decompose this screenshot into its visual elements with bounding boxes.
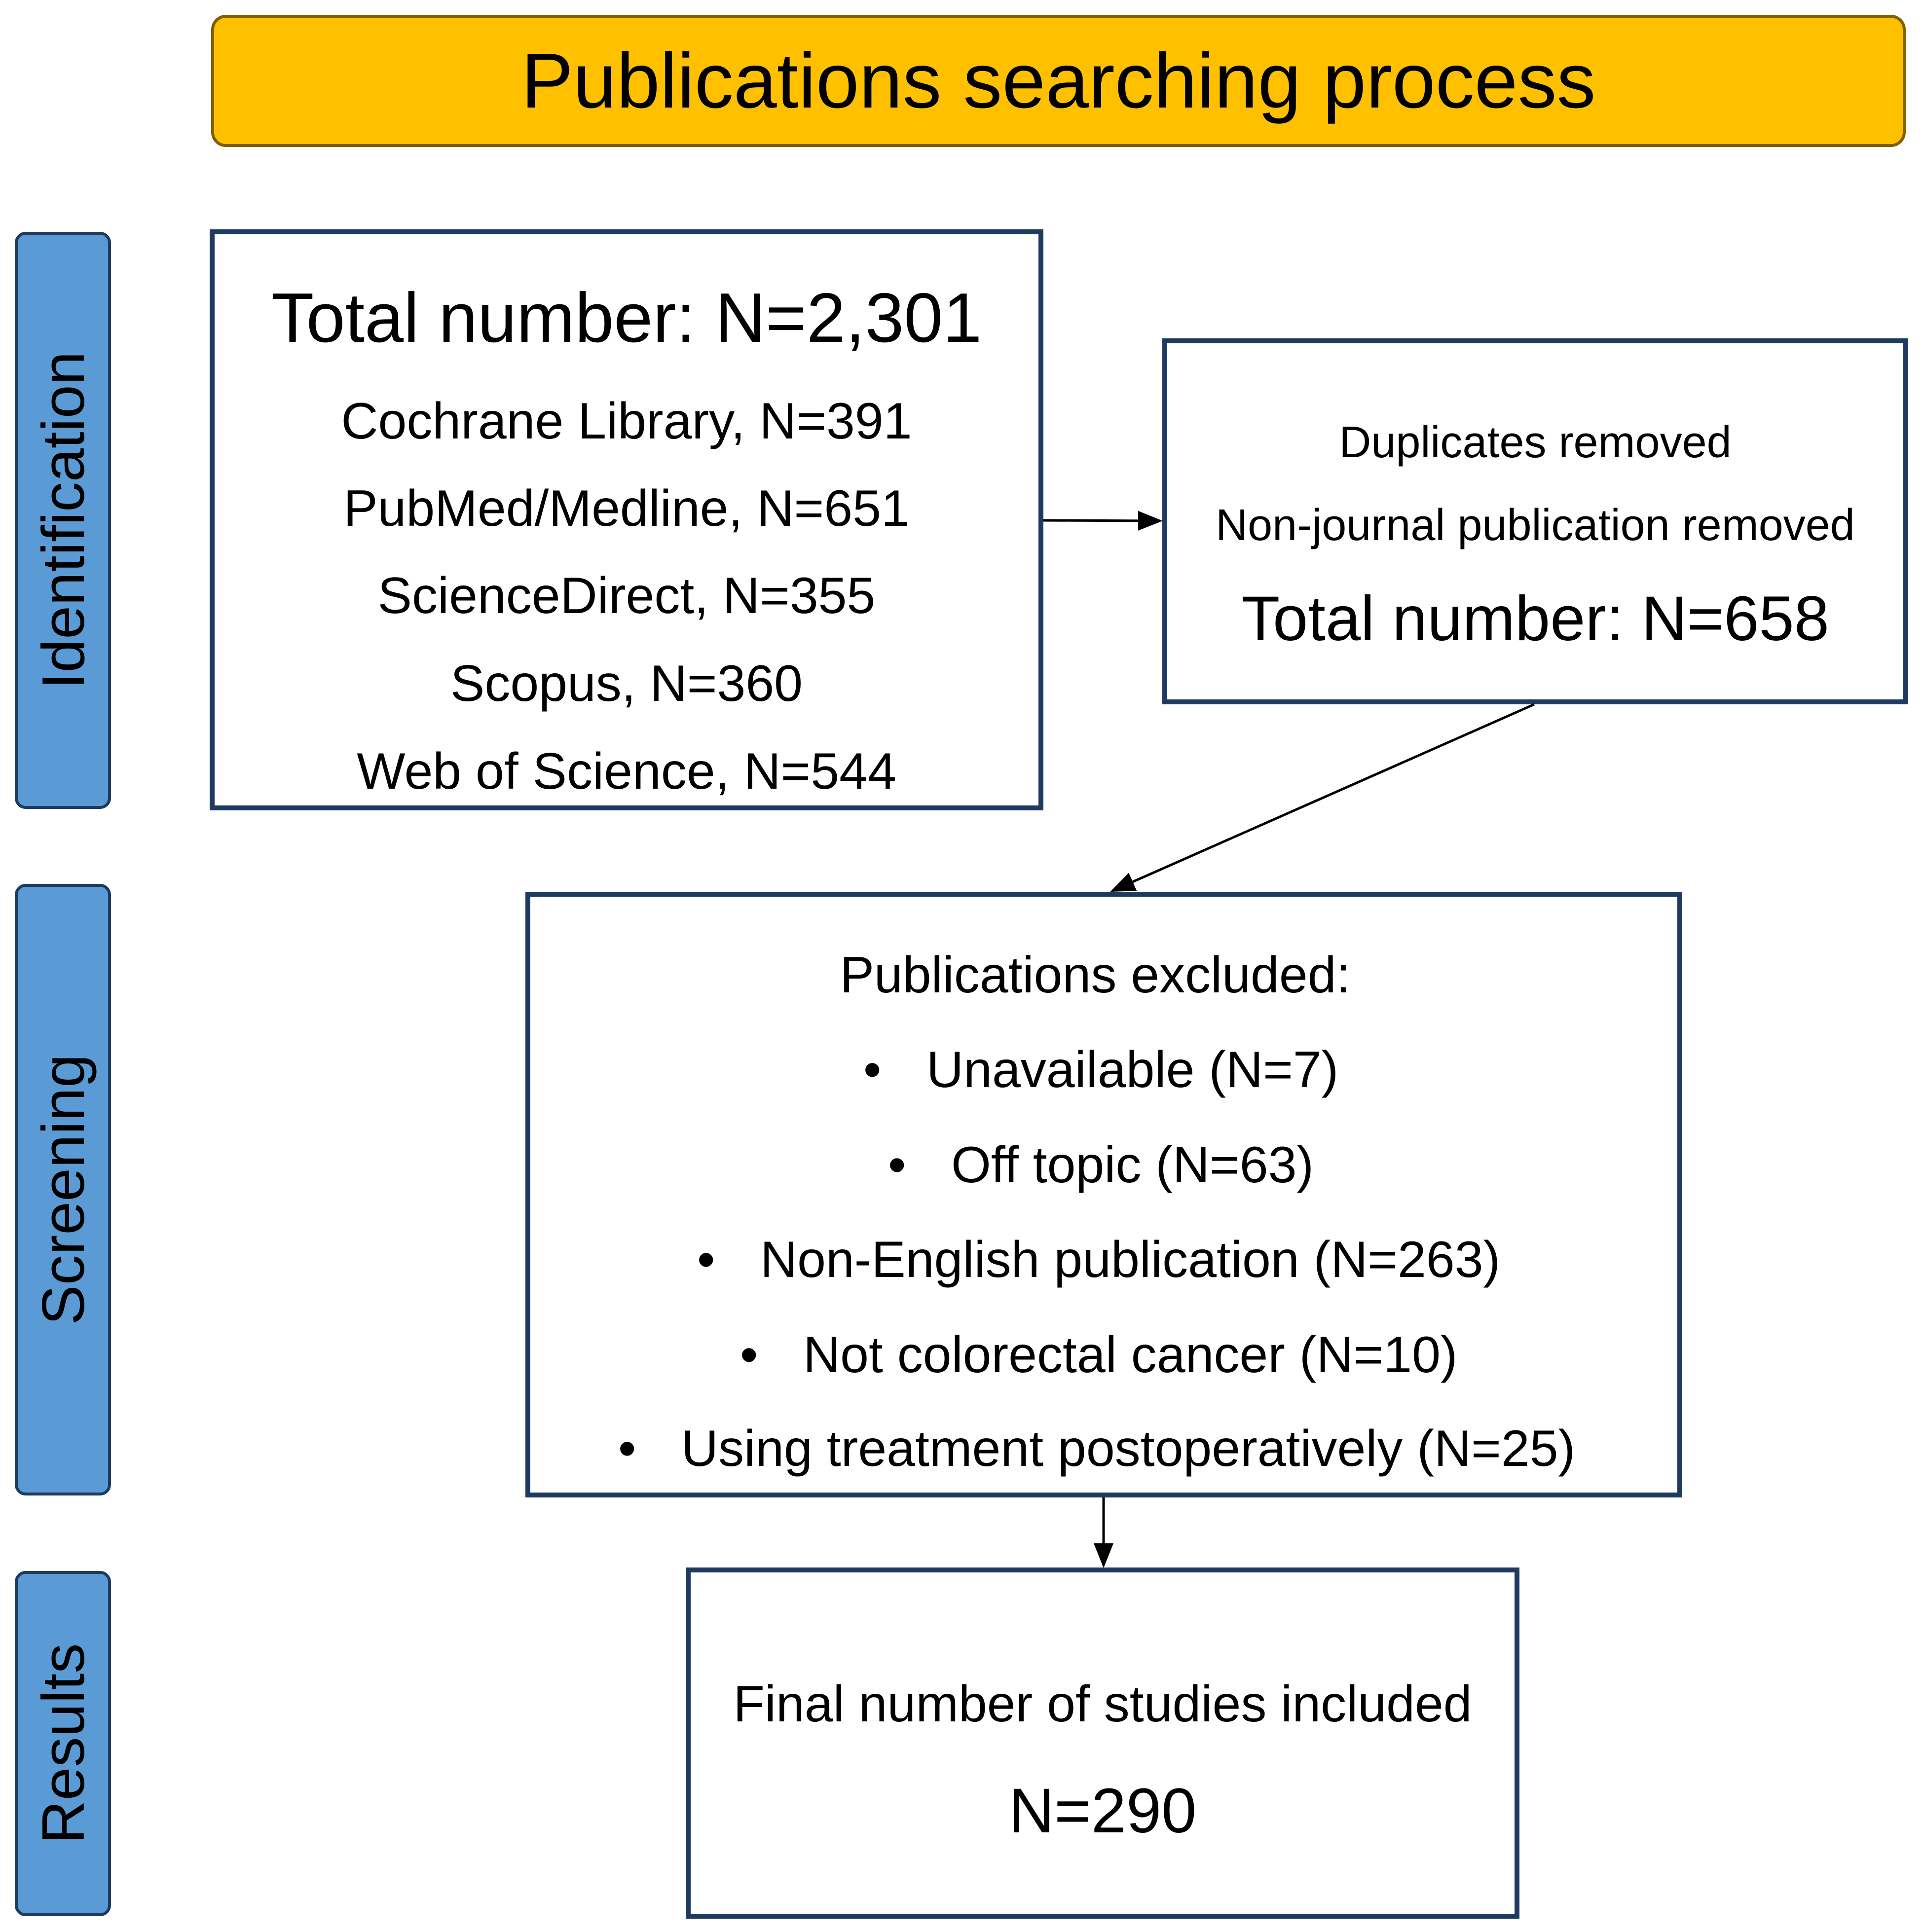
source-pubmed: PubMed/Medline, N=651 [343,480,910,537]
stage-screening: Screening [15,884,111,1495]
exclusion-item-label: Non-English publication (N=263) [760,1231,1501,1288]
stage-results: Results [15,1571,111,1916]
bullet-symbol: • [888,1136,906,1194]
exclusion-item-label: Unavailable (N=7) [926,1041,1339,1098]
exclusion-item: • Non-English publication (N=263) [697,1231,1500,1289]
exclusion-heading: Publications excluded: [840,947,1351,1004]
arrow-removal-to-exclusion [1110,703,1535,892]
stage-identification: Identification [15,232,111,809]
exclusion-item-label: Not colorectal cancer (N=10) [803,1326,1458,1384]
arrow-identification-to-removal [1043,510,1163,531]
exclusion-box: Publications excluded: • Unavailable (N=7… [525,892,1682,1497]
exclusion-item: • Using treatment postoperatively (N=25) [618,1420,1575,1478]
removal-non-journal: Non-journal publication removed [1216,501,1855,550]
exclusion-item-label: Off topic (N=63) [951,1136,1314,1194]
exclusion-item: • Not colorectal cancer (N=10) [740,1326,1458,1385]
removal-duplicates: Duplicates removed [1339,418,1732,467]
source-cochrane: Cochrane Library, N=391 [341,393,912,450]
results-label: Final number of studies included [733,1676,1472,1733]
exclusion-item: • Unavailable (N=7) [863,1041,1338,1099]
exclusion-item: • Off topic (N=63) [888,1136,1314,1195]
bullet-symbol: • [863,1041,882,1098]
source-scopus: Scopus, N=360 [450,655,803,712]
results-box: Final number of studies included N=290 [686,1567,1519,1919]
diagram-title: Publications searching process [521,37,1596,124]
title-banner: Publications searching process [211,15,1906,147]
bullet-symbol: • [740,1326,758,1384]
source-web-of-science: Web of Science, N=544 [357,743,896,800]
source-sciencedirect: ScienceDirect, N=355 [377,567,876,624]
results-value: N=290 [1008,1776,1197,1846]
removal-total: Total number: N=658 [1241,583,1829,654]
identification-total: Total number: N=2,301 [271,279,982,357]
identification-box: Total number: N=2,301 Cochrane Library, … [210,229,1043,810]
bullet-symbol: • [618,1420,636,1477]
exclusion-item-label: Using treatment postoperatively (N=25) [681,1420,1576,1477]
removal-box: Duplicates removed Non-journal publicati… [1162,338,1908,704]
bullet-symbol: • [697,1231,715,1288]
